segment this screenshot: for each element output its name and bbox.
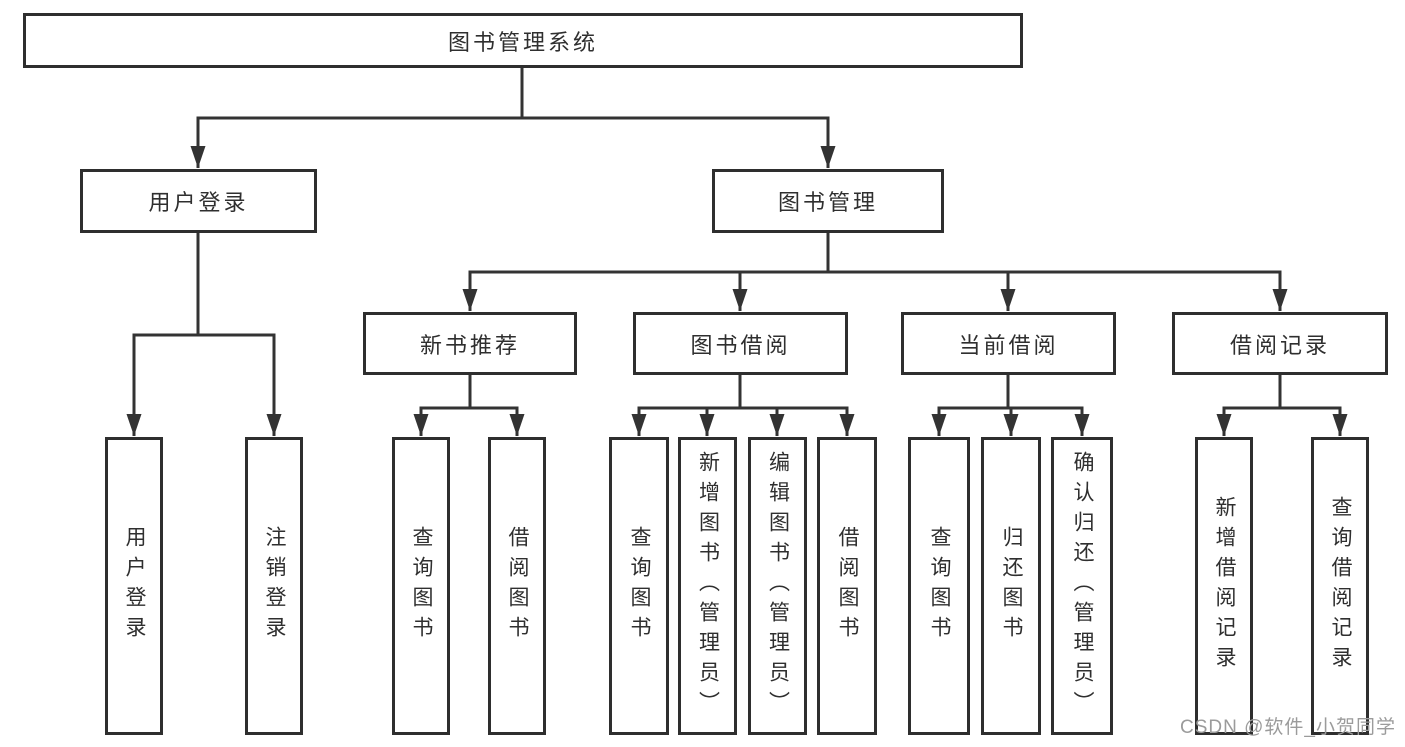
node-label: 借阅图书: [836, 526, 859, 646]
leaf-add-borrow-record: 新增借阅记录: [1195, 437, 1253, 735]
node-label: 新书推荐: [419, 332, 520, 358]
node-label: 当前借阅: [958, 332, 1059, 358]
node-label: 图书管理系统: [447, 29, 598, 55]
node-book-management: 图书管理: [712, 169, 944, 233]
node-label: 查询图书: [410, 526, 433, 646]
node-label: 确认归还（管理员）: [1071, 451, 1094, 721]
node-label: 新增图书（管理员）: [696, 451, 720, 721]
leaf-borrow-books: 借阅图书: [817, 437, 877, 735]
node-label: 借阅图书: [506, 526, 529, 646]
node-book-borrowing: 图书借阅: [633, 312, 848, 375]
node-label: 查询图书: [628, 526, 651, 646]
node-current-borrowing: 当前借阅: [901, 312, 1116, 375]
node-label: 查询借阅记录: [1329, 496, 1352, 676]
node-borrowing-records: 借阅记录: [1172, 312, 1388, 375]
leaf-query-books-recommend: 查询图书: [392, 437, 450, 735]
leaf-return-books: 归还图书: [981, 437, 1041, 735]
leaf-query-borrow-record: 查询借阅记录: [1311, 437, 1369, 735]
node-label: 借阅记录: [1229, 332, 1330, 358]
node-label: 新增借阅记录: [1213, 496, 1236, 676]
node-label: 用户登录: [123, 526, 146, 646]
leaf-query-books-current: 查询图书: [908, 437, 970, 735]
node-new-book-recommend: 新书推荐: [363, 312, 577, 375]
leaf-user-login: 用户登录: [105, 437, 163, 735]
node-label: 图书借阅: [690, 332, 791, 358]
leaf-query-books-borrowing: 查询图书: [609, 437, 669, 735]
node-label: 归还图书: [1000, 526, 1023, 646]
node-user-login: 用户登录: [80, 169, 317, 233]
node-label: 图书管理: [777, 190, 878, 215]
node-label: 用户登录: [148, 190, 249, 215]
node-label: 注销登录: [263, 526, 286, 646]
node-label: 查询图书: [928, 526, 951, 646]
leaf-logout: 注销登录: [245, 437, 303, 735]
leaf-confirm-return-admin: 确认归还（管理员）: [1051, 437, 1113, 735]
node-label: 编辑图书（管理员）: [766, 451, 790, 721]
node-library-system: 图书管理系统: [23, 13, 1023, 68]
watermark: CSDN @软件_小贺同学: [1180, 717, 1396, 738]
leaf-add-book-admin: 新增图书（管理员）: [678, 437, 737, 735]
leaf-borrow-books-recommend: 借阅图书: [488, 437, 546, 735]
leaf-edit-book-admin: 编辑图书（管理员）: [748, 437, 807, 735]
